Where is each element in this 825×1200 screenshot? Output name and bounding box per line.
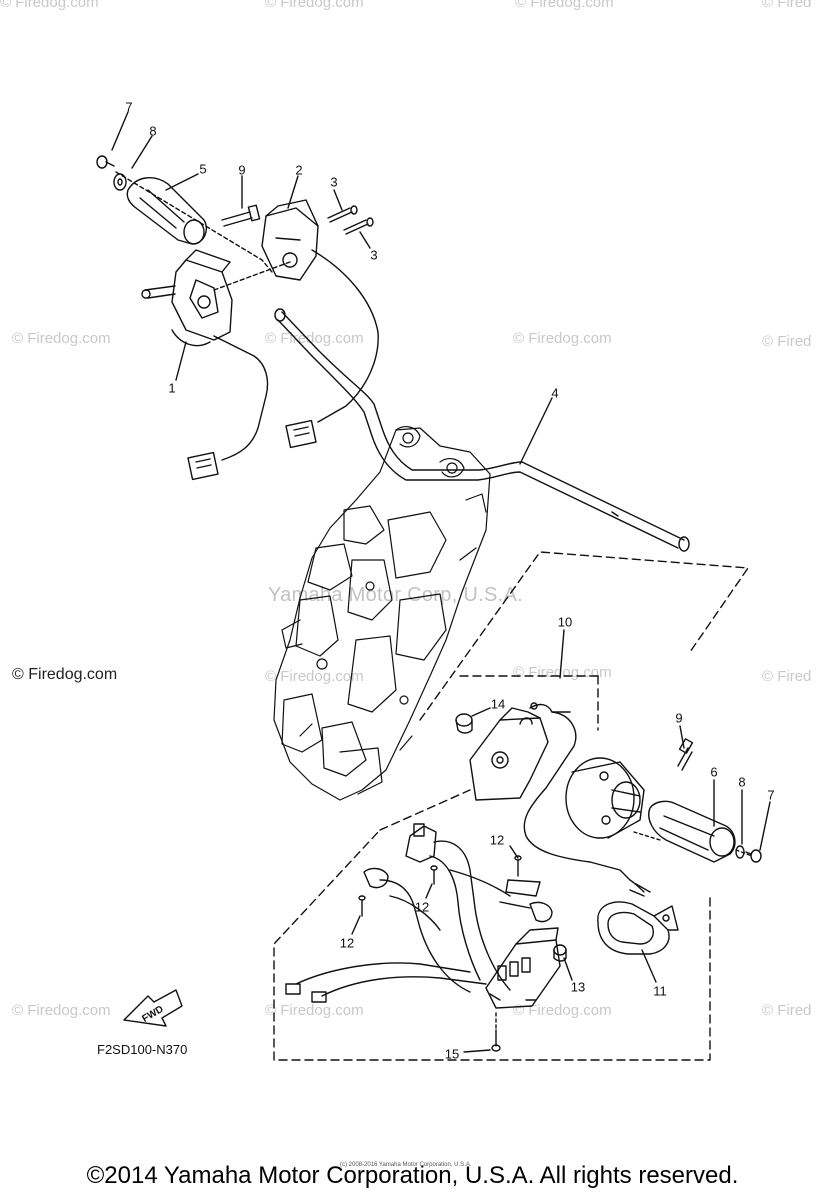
tiny-credit: (c) 2008-2016 Yamaha Motor Corporation, … (340, 1162, 472, 1168)
bolt-9-upper (221, 204, 261, 227)
callout-5: 5 (199, 161, 207, 177)
steering-column-frame (273, 426, 491, 801)
callout-9: 9 (238, 162, 246, 178)
callout-12: 12 (414, 899, 430, 915)
callout-10: 10 (557, 614, 573, 630)
screw-3-lower (343, 217, 374, 235)
nut-13 (553, 944, 567, 962)
screw-12-a (514, 855, 522, 877)
callout-13: 13 (570, 979, 586, 995)
callout-7: 7 (125, 99, 133, 115)
throttle-bracket (469, 702, 571, 801)
fwd-arrow-icon: FWD (123, 989, 183, 1027)
watermark: © Firedog.com (265, 668, 364, 685)
watermark: © Firedog.com (265, 1002, 364, 1019)
left-connector (187, 451, 219, 481)
watermark: © Firedog.com (513, 330, 612, 347)
copyright-notice: ©2014 Yamaha Motor Corporation, U.S.A. A… (86, 1162, 739, 1189)
relay-box (485, 927, 561, 1009)
diagram-code: F2SD100-N370 (97, 1042, 188, 1057)
bolt-15 (491, 1029, 501, 1052)
cap-14 (455, 713, 473, 734)
watermark: © Fired (762, 668, 812, 685)
callout-8: 8 (149, 123, 157, 139)
callout-3: 3 (370, 247, 378, 263)
watermark: © Firedog.com (12, 666, 118, 683)
callout-9: 9 (675, 710, 683, 726)
callout-7: 7 (767, 787, 775, 803)
left-grip (126, 177, 208, 245)
left-switch-housing (141, 249, 233, 347)
screw-3-upper (327, 205, 358, 223)
right-connector (285, 419, 317, 449)
watermark: © Fired (762, 0, 812, 11)
throttle-housing (565, 757, 645, 839)
screw-7-upper (96, 155, 115, 169)
callout-6: 6 (710, 764, 718, 780)
callout-12: 12 (489, 832, 505, 848)
watermark: © Firedog.com (515, 0, 614, 11)
watermark: © Firedog.com (513, 1002, 612, 1019)
callout-12: 12 (339, 935, 355, 951)
callout-8: 8 (738, 774, 746, 790)
watermark: © Firedog.com (0, 0, 99, 11)
watermark: © Fired (762, 1002, 812, 1019)
watermark: © Firedog.com (265, 0, 364, 11)
screw-7-right (745, 849, 762, 863)
watermark: © Firedog.com (12, 330, 111, 347)
screw-12-c (358, 895, 366, 917)
right-grip (648, 800, 736, 863)
switch-holder (261, 199, 319, 281)
fwd-label: FWD (140, 1004, 165, 1025)
watermark: © Firedog.com (12, 1002, 111, 1019)
harness-connector-b (311, 991, 327, 1003)
harness-connector-a (285, 983, 301, 995)
watermark: © Firedog.com (265, 330, 364, 347)
callout-14: 14 (490, 696, 506, 712)
callout-3: 3 (330, 174, 338, 190)
handlebar-tube (281, 311, 685, 541)
washer-8-right (735, 845, 745, 859)
watermark: © Fired (762, 333, 812, 350)
callout-1: 1 (168, 380, 176, 396)
screw-12-b (430, 865, 438, 885)
wiring-harness (285, 823, 553, 1003)
callout-4: 4 (551, 385, 559, 401)
lanyard-ring (597, 883, 679, 955)
callout-15: 15 (444, 1046, 460, 1062)
callout-11: 11 (653, 983, 667, 999)
bolt-9-right (677, 738, 694, 771)
callout-2: 2 (295, 162, 303, 178)
watermark: © Firedog.com (513, 664, 612, 681)
